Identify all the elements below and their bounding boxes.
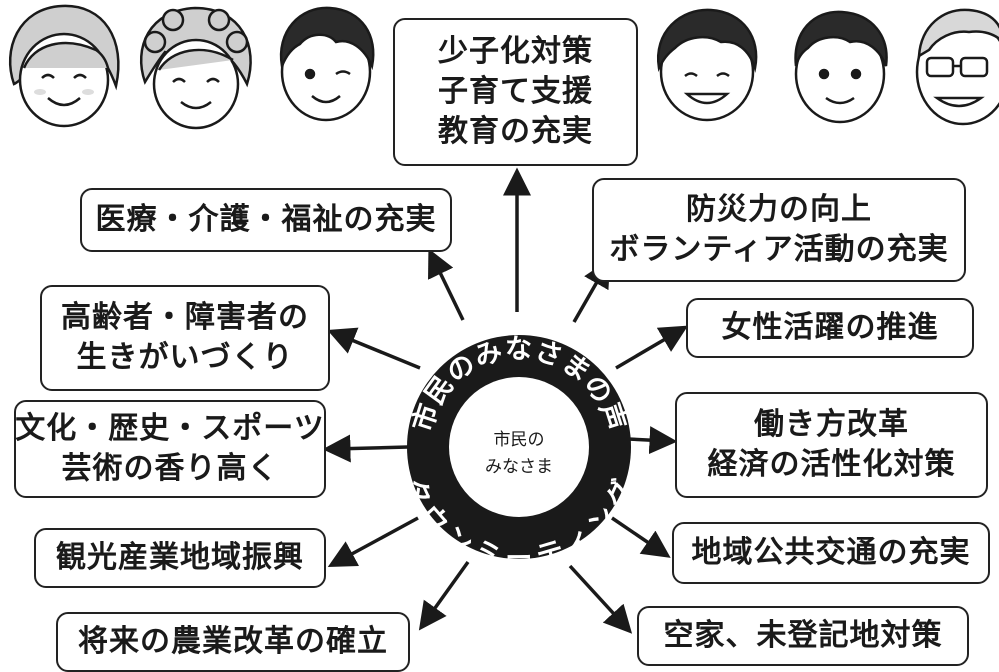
topic-line: 観光産業地域振興 [56,540,304,575]
arrow-to-elderly [327,327,421,370]
topic-line: 経済の活性化対策 [707,447,956,482]
topic-line: 少子化対策 [438,34,593,69]
topic-box-women: 女性活躍の推進 [686,298,974,358]
arrow-to-work [627,426,678,455]
topic-line: 高齢者・障害者の [61,300,309,335]
arrow-to-medical [428,248,465,321]
topic-line: 防災力の向上 [686,192,872,227]
topic-box-transport: 地域公共交通の充実 [672,522,990,584]
topic-line: 働き方改革 [754,407,909,442]
topic-line: 子育て支援 [438,74,593,109]
topic-line: 医療・介護・福祉の充実 [95,202,437,237]
topic-box-tourism: 観光産業地域振興 [34,528,326,588]
topic-box-disaster: 防災力の向上 ボランティア活動の充実 [592,178,966,282]
topic-line: 教育の充実 [438,114,593,149]
arrow-to-culture [322,434,409,463]
topic-line: ボランティア活動の充実 [609,232,949,267]
woman-curly-hair-face-icon [140,6,252,130]
topic-box-culture: 文化・歴史・スポーツ 芸術の香り高く [14,400,326,498]
arrow-to-tourism [327,516,419,568]
ring-inner [449,377,589,517]
young-man-smiling-face-icon [656,8,758,122]
topic-line: 空家、未登記地対策 [663,618,943,653]
topic-box-agriculture: 将来の農業改革の確立 [56,612,410,672]
topic-line: 文化・歴史・スポーツ [15,411,325,446]
topic-line: 将来の農業改革の確立 [78,624,388,659]
topic-line: 女性活躍の推進 [721,310,939,345]
inner-label-line1: 市民の [494,430,545,450]
arrow-to-women [615,325,689,370]
arrow-to-agriculture [418,560,470,631]
topic-box-medical: 医療・介護・福祉の充実 [80,188,452,252]
topic-box-children: 少子化対策 子育て支援 教育の充実 [393,18,638,166]
topic-line: 地域公共交通の充実 [691,535,971,570]
arrow-to-vacant-houses [568,564,633,634]
elderly-man-glasses-face-icon [915,8,999,126]
arrow-to-transport [611,516,671,558]
man-face-icon [794,10,888,124]
topic-box-elderly: 高齢者・障害者の 生きがいづくり [40,285,330,391]
woman-smiling-face-icon [9,4,120,128]
boy-winking-face-icon [279,6,375,122]
inner-label-line2: みなさま [485,457,553,477]
topic-line: 芸術の香り高く [61,451,279,486]
topic-box-vacant-houses: 空家、未登記地対策 [637,606,969,666]
topic-box-work: 働き方改革 経済の活性化対策 [675,392,988,498]
topic-line: 生きがいづくり [76,340,294,375]
